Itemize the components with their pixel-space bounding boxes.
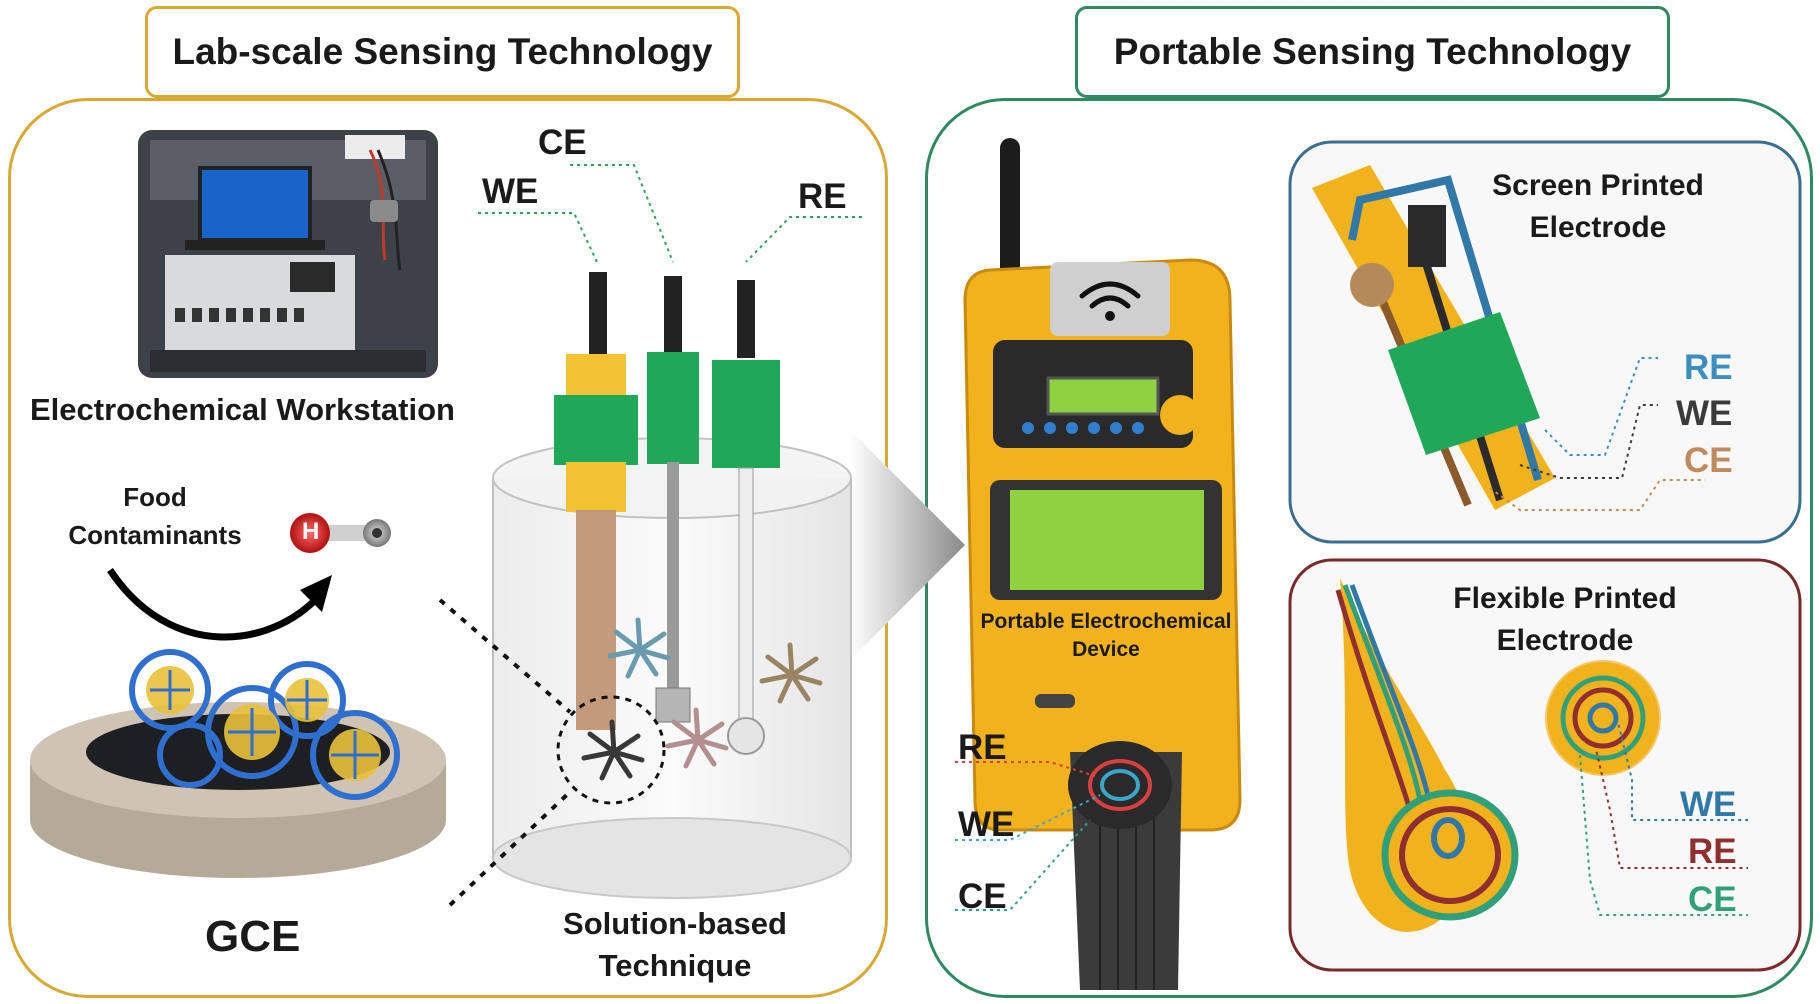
gce-electrode [30,649,446,878]
device-label: Portable Electrochemical Device [980,610,1232,661]
transition-arrow [850,430,965,660]
lab-header: Lab-scale Sensing Technology [145,6,740,98]
workstation-photo [138,130,438,378]
flexible-printed-electrode [1335,578,1748,932]
flexible-printed-title: Flexible Printed Electrode [1453,582,1677,657]
screen-re-label: RE [1684,348,1733,387]
electrochemical-cell [438,164,862,907]
device-ce-label: CE [958,877,1007,916]
molecule-h-label: H [302,518,320,545]
portable-header: Portable Sensing Technology [1075,6,1670,98]
screen-ce-label: CE [1684,441,1733,480]
curved-arrow [107,568,323,641]
flexible-we-label: WE [1680,785,1737,824]
h2o-molecule [290,513,391,553]
device-we-label: WE [958,805,1015,844]
re-electrode-label: RE [798,177,847,216]
solution-technique-label: Solution-based Technique [563,906,787,983]
flexible-ce-label: CE [1688,880,1737,919]
screen-printed-title: Screen Printed Electrode [1492,169,1704,244]
screen-printed-electrode [1312,165,1705,511]
workstation-label: Electrochemical Workstation [30,392,455,427]
gce-label: GCE [205,912,301,961]
device-re-label: RE [958,728,1007,767]
flexible-re-label: RE [1688,832,1737,871]
we-electrode-label: WE [482,172,539,211]
screen-we-label: WE [1676,394,1733,433]
food-contaminants-label: Food Contaminants [68,482,242,550]
ce-electrode-label: CE [538,123,587,162]
portable-device [955,138,1242,990]
curved-arrow-head [300,575,332,612]
